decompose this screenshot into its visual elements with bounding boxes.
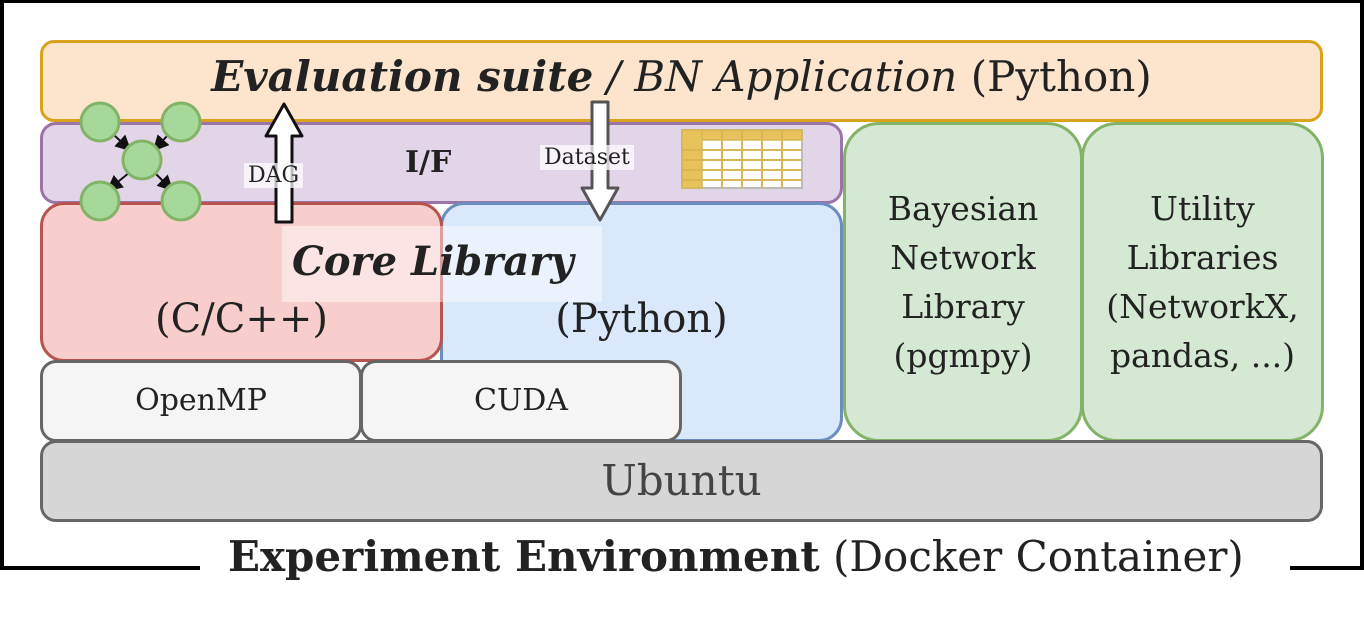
cuda-label: CUDA bbox=[474, 383, 568, 418]
utility-line: (NetworkX, bbox=[1106, 287, 1299, 326]
utility-line: Libraries bbox=[1126, 238, 1279, 277]
ubuntu-label: Ubuntu bbox=[601, 456, 762, 505]
environment-label: Experiment Environment bbox=[228, 532, 820, 581]
bn-library-box: Bayesian Network Library (pgmpy) bbox=[843, 122, 1083, 442]
evaluation-separator: / bbox=[593, 52, 635, 101]
openmp-box: OpenMP bbox=[40, 360, 362, 442]
bn-library-line: (pgmpy) bbox=[893, 336, 1033, 375]
utility-libraries-box: Utility Libraries (NetworkX, pandas, ...… bbox=[1081, 122, 1324, 442]
dataset-table-icon bbox=[681, 129, 803, 189]
bn-library-line: Network bbox=[890, 238, 1036, 277]
bn-library-line: Bayesian bbox=[887, 189, 1039, 228]
evaluation-suite-title: Evaluation suite / BN Application (Pytho… bbox=[40, 52, 1323, 101]
dag-graph-icon bbox=[79, 101, 202, 222]
utility-line: pandas, ...) bbox=[1109, 336, 1296, 375]
openmp-label: OpenMP bbox=[135, 383, 267, 418]
ubuntu-box: Ubuntu bbox=[40, 440, 1323, 522]
evaluation-suite-box bbox=[40, 40, 1323, 122]
bn-application-label: BN Application bbox=[634, 52, 958, 101]
evaluation-suite-label: Evaluation suite bbox=[211, 52, 594, 101]
cuda-box: CUDA bbox=[360, 360, 682, 442]
dag-arrow-label: DAG bbox=[244, 163, 304, 188]
core-c-label: (C/C++) bbox=[155, 296, 328, 342]
environment-frame-gap bbox=[200, 520, 1290, 580]
core-python-label: (Python) bbox=[555, 296, 728, 342]
dataset-arrow-label: Dataset bbox=[540, 145, 634, 170]
core-title-highlight bbox=[282, 226, 602, 302]
evaluation-language-label: (Python) bbox=[957, 52, 1152, 101]
environment-title: Experiment Environment (Docker Container… bbox=[228, 532, 1244, 581]
utility-line: Utility bbox=[1150, 189, 1255, 228]
interface-label: I/F bbox=[405, 145, 452, 180]
core-library-title: Core Library bbox=[292, 238, 574, 285]
environment-subtitle: (Docker Container) bbox=[819, 532, 1244, 581]
bn-library-line: Library bbox=[901, 287, 1025, 326]
